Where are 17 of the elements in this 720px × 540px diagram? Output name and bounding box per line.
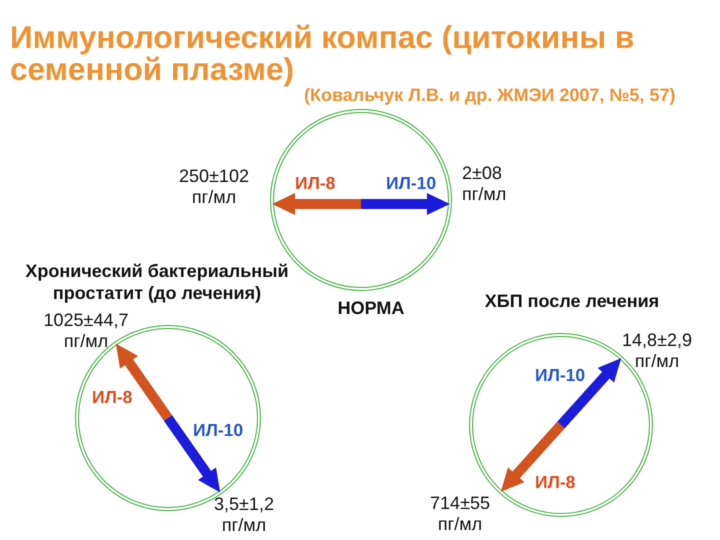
concentration-value: 3,5±1,2 пг/мл (213, 494, 275, 536)
concentration-value: 1025±44,7 пг/мл (42, 310, 130, 352)
title: Иммунологический компас (цитокины в семенной плазме) (10, 21, 636, 85)
concentration-value: 714±55 пг/мл (429, 493, 491, 535)
citation: (Ковальчук Л.В. и др. ЖМЭИ 2007, №5, 57) (304, 85, 676, 105)
cytokine-label: ИЛ-10 (535, 365, 586, 385)
cytokine-label: ИЛ-8 (92, 387, 132, 407)
cytokine-label: ИЛ-10 (386, 173, 436, 193)
cytokine-label: ИЛ-8 (295, 173, 336, 193)
concentration-value: 250±102 пг/мл (178, 166, 250, 208)
concentration-value: 2±08 пг/мл (462, 163, 508, 205)
group-heading: НОРМА (338, 297, 404, 319)
cytokine-label: ИЛ-10 (193, 420, 244, 440)
cytokine-label: ИЛ-8 (535, 472, 576, 492)
group-heading: ХБП после лечения (484, 290, 660, 312)
concentration-value: 14,8±2,9 пг/мл (621, 330, 693, 372)
group-heading: Хронический бактериальный простатит (до лечения) (24, 260, 290, 304)
